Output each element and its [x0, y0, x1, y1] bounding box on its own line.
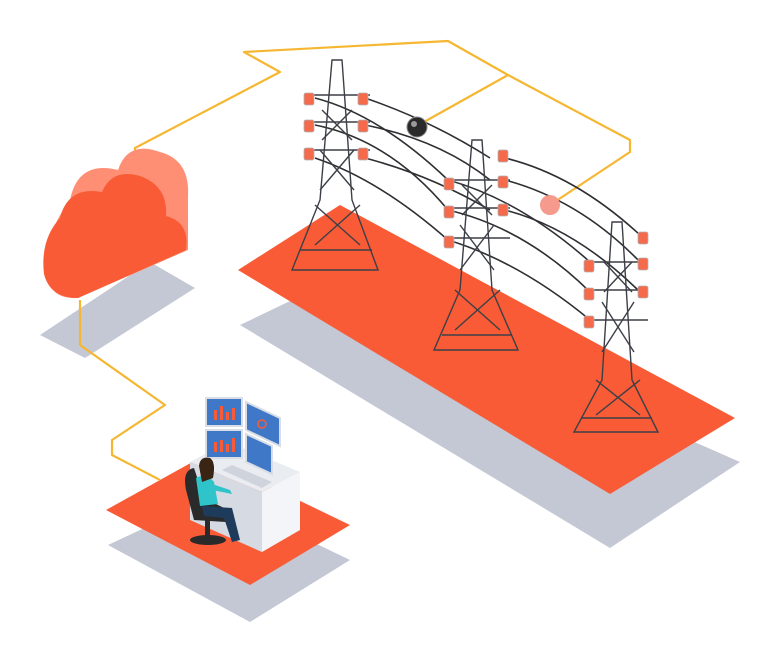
cloud-shadow [40, 262, 195, 358]
workstation-icon [190, 397, 300, 552]
line-sensor-icon [540, 195, 560, 215]
data-wires [78, 39, 632, 481]
transmission-tower-icon [290, 59, 380, 271]
operator-icon [185, 457, 240, 545]
transmission-tower-icon [572, 221, 660, 433]
cloud-to-desk-wire [78, 300, 167, 481]
cloud-icon [43, 148, 189, 299]
line-sensor-icon [406, 116, 428, 138]
line-sensor-highlight [411, 121, 417, 127]
tower-to-sensor-wire [507, 74, 632, 206]
transmission-tower-icon [432, 139, 520, 351]
